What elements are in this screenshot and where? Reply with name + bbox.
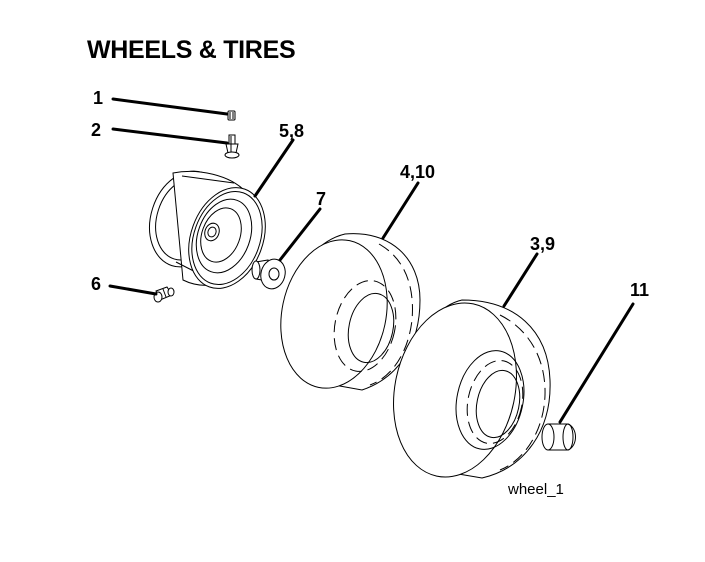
part-tire-4-10 — [280, 233, 421, 391]
part-hub-cap — [541, 423, 576, 451]
part-valve-cap — [227, 110, 236, 121]
figure-id: wheel_1 — [507, 481, 564, 498]
callout-label-3-9: 3,9 — [530, 234, 555, 254]
callout-label-7: 7 — [316, 189, 326, 209]
leader-line-3-9 — [502, 252, 539, 308]
callout-labels: 1 2 5,8 7 4,10 3,9 6 11 — [91, 88, 649, 300]
callout-label-1: 1 — [93, 88, 103, 108]
part-valve-stem — [224, 134, 240, 159]
leader-line-11 — [558, 302, 635, 424]
callout-label-6: 6 — [91, 274, 101, 294]
part-tire-3-9 — [393, 299, 551, 479]
callout-label-2: 2 — [91, 120, 101, 140]
leader-line-4-10 — [381, 181, 420, 240]
part-wheel-rim — [149, 170, 266, 289]
callout-label-4-10: 4,10 — [400, 162, 435, 182]
leader-line-6 — [108, 284, 158, 296]
leader-line-5-8 — [253, 138, 295, 198]
leader-lines — [108, 97, 635, 424]
leader-line-1 — [111, 97, 229, 116]
callout-label-5-8: 5,8 — [279, 121, 304, 141]
leader-line-7 — [278, 207, 322, 262]
callout-label-11: 11 — [630, 280, 649, 300]
leader-line-2 — [111, 127, 229, 145]
diagram-title: WHEELS & TIRES — [87, 36, 296, 64]
part-bushing — [251, 258, 286, 290]
